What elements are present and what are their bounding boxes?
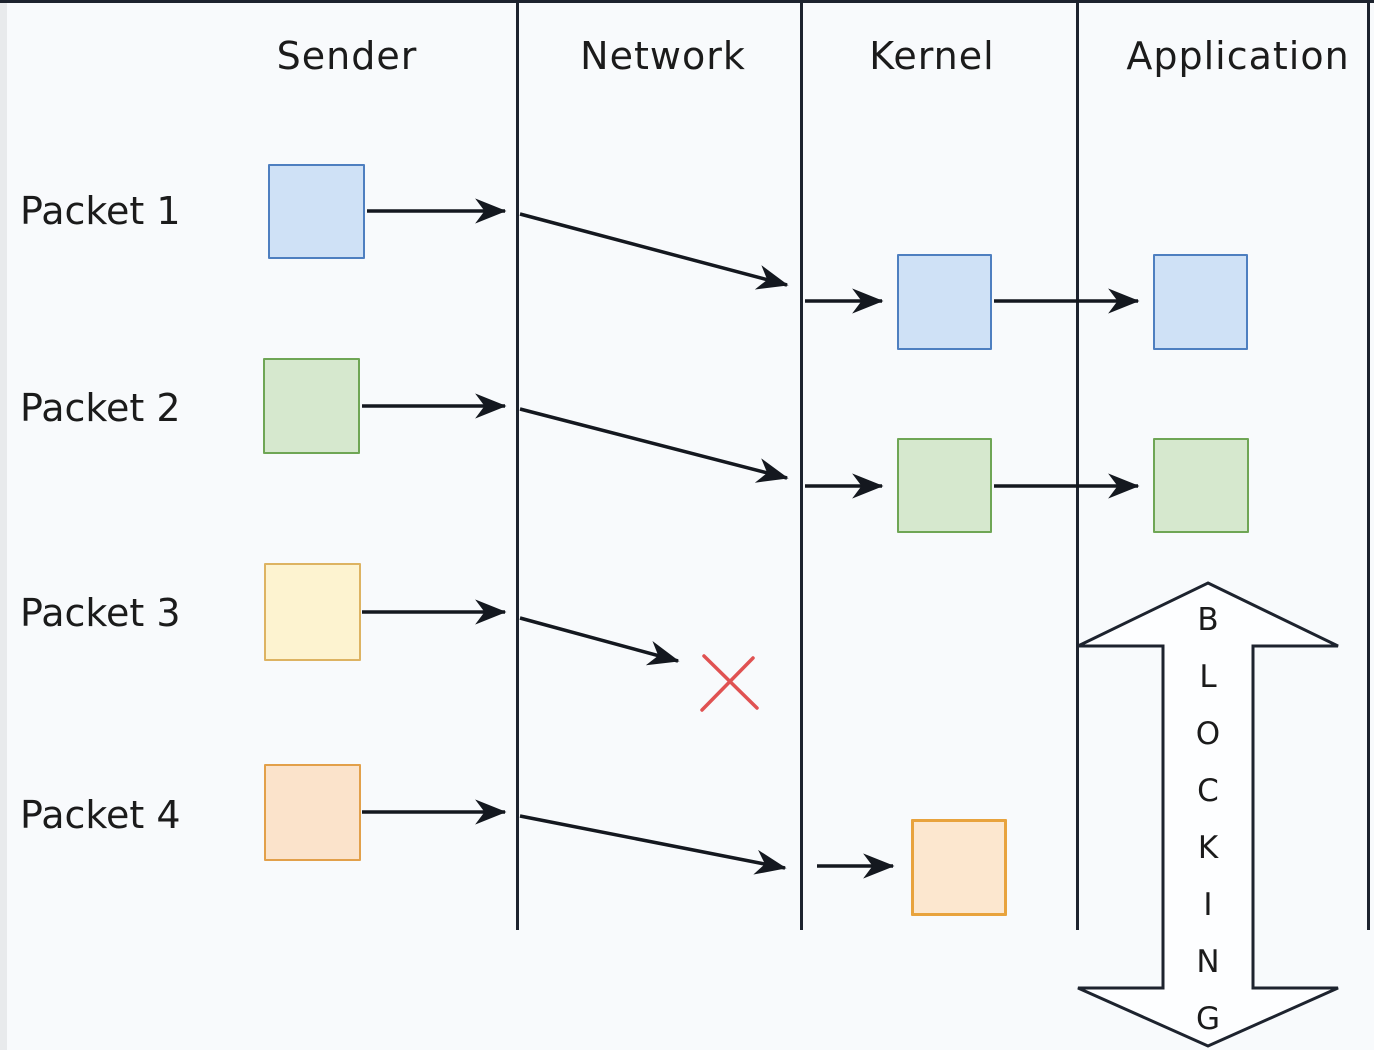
packet-2-label: Packet 2 [20,386,181,430]
column-header-kernel: Kernel [869,34,995,78]
packet-2-sender-box [263,358,360,454]
packet-2-kernel-box [897,438,992,533]
packet-1-sender-box [268,164,365,259]
arrow-packet2-network-diagonal [519,407,789,483]
top-border-line [0,0,1374,3]
packet-2-application-box [1153,438,1249,533]
column-line-right-edge [1367,2,1370,930]
packet-3-sender-box [264,563,361,661]
column-line-sender-network [516,2,519,930]
arrow-packet3-network-diagonal [519,616,680,666]
column-header-application: Application [1126,34,1350,78]
column-line-network-kernel [800,2,803,930]
packet-4-label: Packet 4 [20,793,181,837]
column-header-sender: Sender [276,34,418,78]
packet-3-dropped-x-icon [700,654,759,712]
packet-4-sender-box [264,764,361,861]
left-edge-strip [0,0,7,1050]
packet-1-label: Packet 1 [20,189,181,233]
packet-1-application-box [1153,254,1248,350]
arrow-packet1-network-diagonal [519,212,789,290]
packet-1-kernel-box [897,254,992,350]
column-header-network: Network [580,34,746,78]
blocking-label: BLOCKING [1190,602,1226,1050]
packet-3-label: Packet 3 [20,591,181,635]
column-line-kernel-application [1076,2,1079,930]
arrow-packet4-network-diagonal [519,814,787,875]
blocking-double-arrow-shape [1077,581,1339,1048]
packet-4-kernel-box [911,819,1007,916]
